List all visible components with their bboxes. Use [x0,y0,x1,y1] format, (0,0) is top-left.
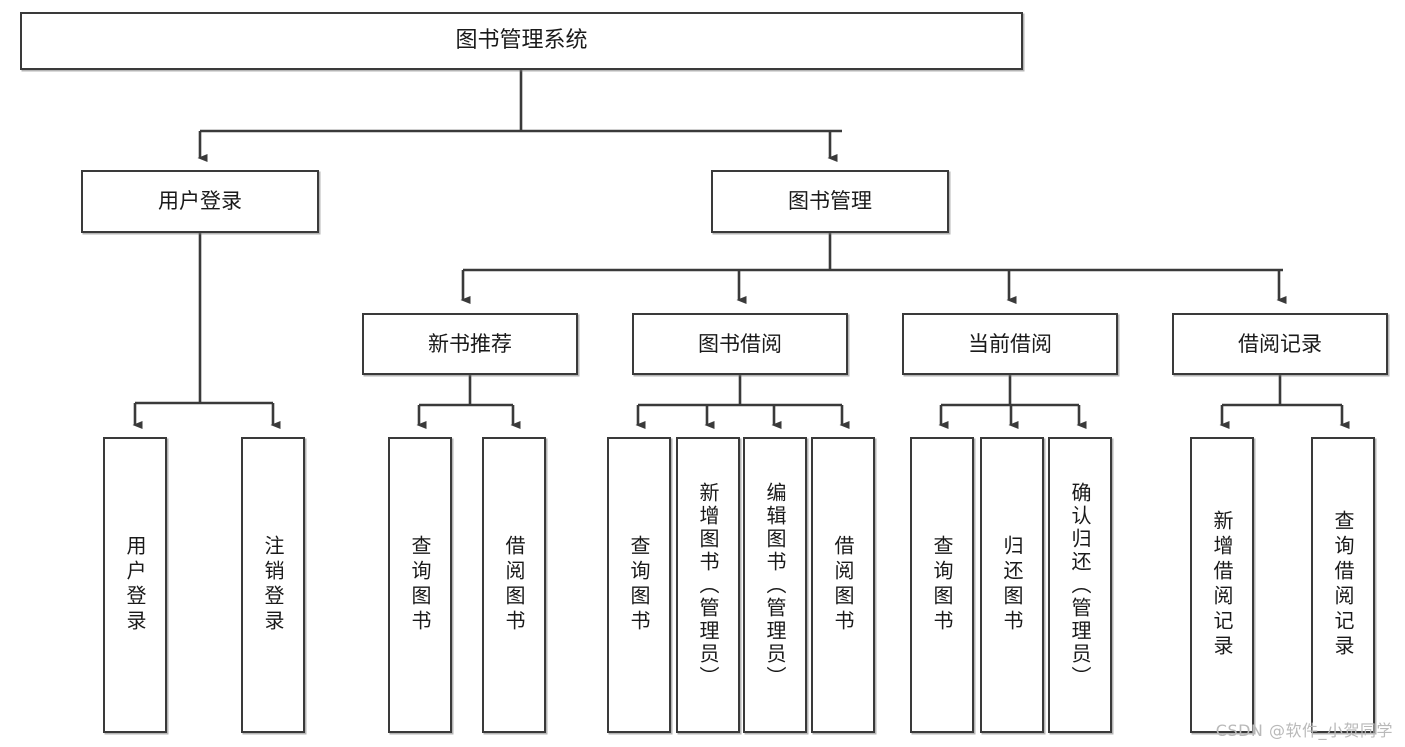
leaf-confirm-return-admin[interactable]: 确认归还（管理员） [1048,437,1112,733]
node-label: 确认归还（管理员） [1068,481,1092,689]
node-label: 注销登录 [261,535,285,635]
watermark: CSDN @软件_小贺同学 [1215,721,1393,740]
node-label: 查询图书 [408,535,432,635]
node-label: 编辑图书（管理员） [763,481,787,689]
leaf-edit-book-admin[interactable]: 编辑图书（管理员） [743,437,807,733]
node-label: 当前借阅 [968,331,1052,356]
leaf-query-book-borrow[interactable]: 查询图书 [607,437,671,733]
node-book-management[interactable]: 图书管理 [711,170,949,233]
node-label: 用户登录 [158,189,242,214]
leaf-borrow-book-new[interactable]: 借阅图书 [482,437,546,733]
node-label: 借阅图书 [831,535,855,635]
node-user-login[interactable]: 用户登录 [81,170,319,233]
node-label: 用户登录 [123,535,147,635]
node-label: 查询借阅记录 [1331,510,1355,660]
node-label: 新增借阅记录 [1210,510,1234,660]
node-label: 借阅图书 [502,535,526,635]
leaf-add-book-admin[interactable]: 新增图书（管理员） [676,437,740,733]
node-label: 图书管理 [788,189,872,214]
node-label: 查询图书 [627,535,651,635]
node-label: 借阅记录 [1238,331,1322,356]
leaf-query-book-new[interactable]: 查询图书 [388,437,452,733]
node-root-system[interactable]: 图书管理系统 [20,12,1023,70]
node-label: 新书推荐 [428,331,512,356]
leaf-borrow-book[interactable]: 借阅图书 [811,437,875,733]
node-book-borrow[interactable]: 图书借阅 [632,313,848,375]
leaf-query-borrow-record[interactable]: 查询借阅记录 [1311,437,1375,733]
leaf-user-login[interactable]: 用户登录 [103,437,167,733]
node-borrow-record[interactable]: 借阅记录 [1172,313,1388,375]
leaf-logout[interactable]: 注销登录 [241,437,305,733]
leaf-add-borrow-record[interactable]: 新增借阅记录 [1190,437,1254,733]
node-label: 图书管理系统 [455,28,588,54]
leaf-return-book[interactable]: 归还图书 [980,437,1044,733]
node-label: 查询图书 [930,535,954,635]
node-current-borrow[interactable]: 当前借阅 [902,313,1118,375]
leaf-query-book-current[interactable]: 查询图书 [910,437,974,733]
node-label: 新增图书（管理员） [696,481,720,689]
node-new-book-recommend[interactable]: 新书推荐 [362,313,578,375]
node-label: 图书借阅 [698,331,782,356]
node-label: 归还图书 [1000,535,1024,635]
